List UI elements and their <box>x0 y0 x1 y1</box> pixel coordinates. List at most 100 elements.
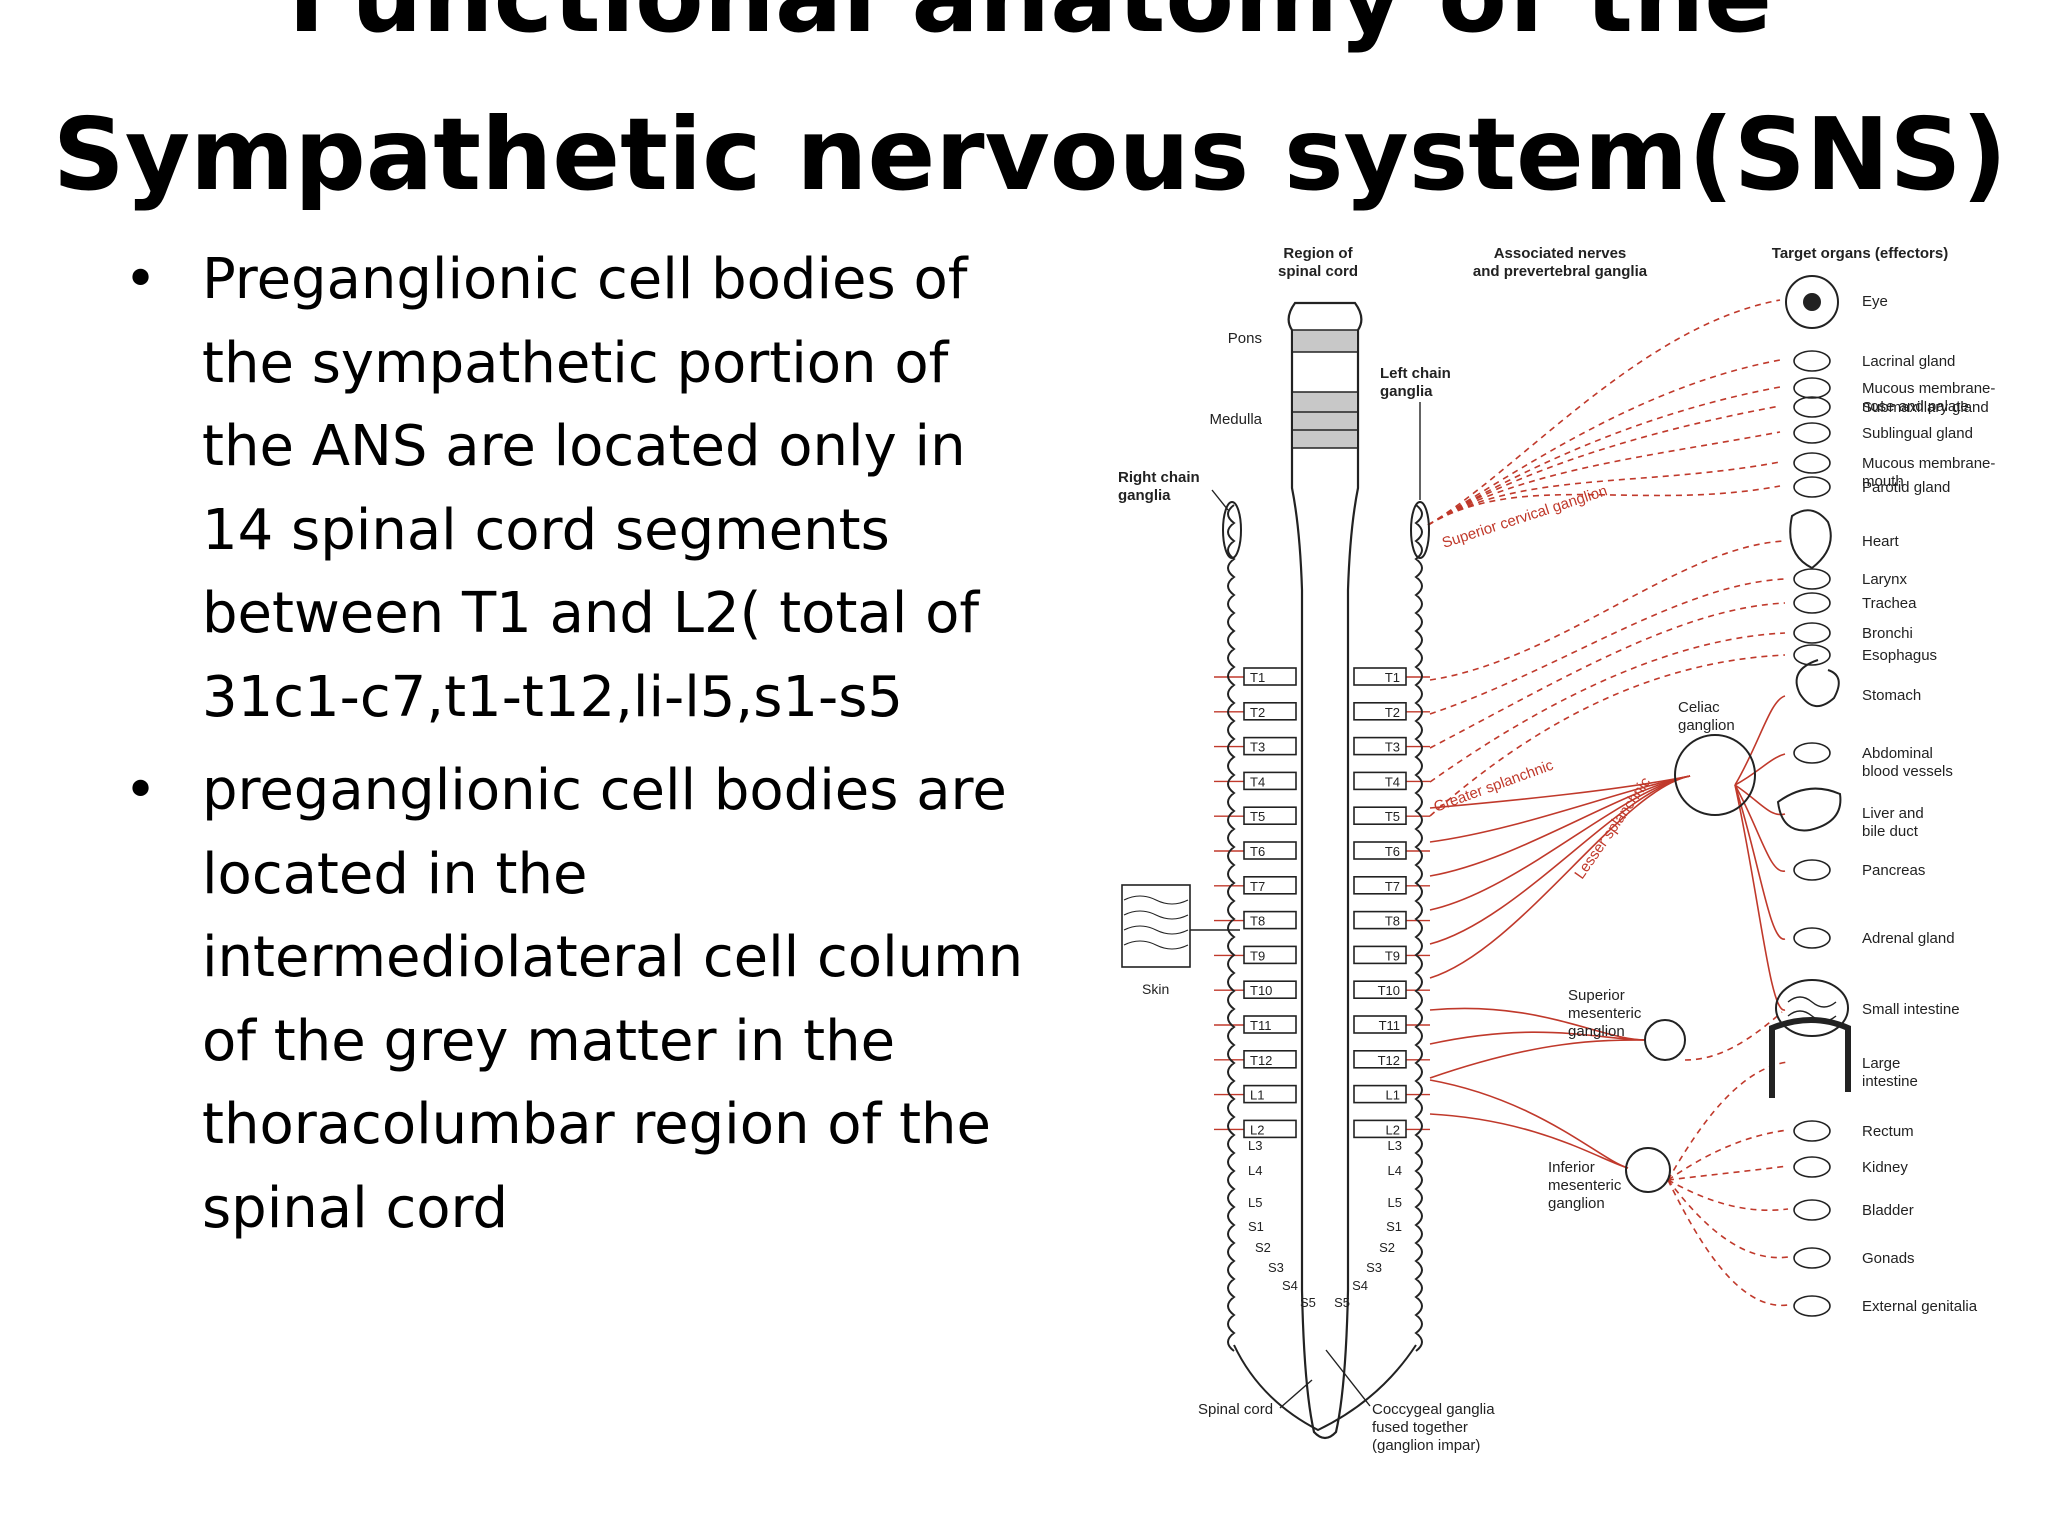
spinal-cord <box>1121 301 1756 1440</box>
label-celiac: ganglion <box>1678 717 1735 734</box>
greater-splanchnic-nerve <box>1429 775 1691 843</box>
segment-box-left <box>1243 771 1297 791</box>
organ-label: Lacrinal gland <box>1862 353 1955 370</box>
label-medulla: Medulla <box>1209 411 1262 428</box>
liver-icon <box>1776 787 1842 832</box>
lower-segment-left: L4 <box>1248 1163 1262 1178</box>
segment-box-left <box>1243 910 1297 930</box>
segment-box-right <box>1353 1119 1407 1139</box>
organ-icon <box>1793 452 1831 474</box>
organ-label: Mucous membrane- <box>1862 455 1995 472</box>
right-cervical-ganglion <box>1222 501 1242 559</box>
bullet-line: of the grey matter in the <box>202 1008 896 1074</box>
organ-label: Trachea <box>1862 595 1917 612</box>
segment-label-left: T7 <box>1250 879 1265 894</box>
label-greater-splanchnic: Greater splanchnic <box>1432 757 1557 816</box>
segment-label-right: T12 <box>1378 1053 1400 1068</box>
label-left-chain: Left chain <box>1380 365 1451 382</box>
organ-label: Sublingual gland <box>1862 425 1973 442</box>
organ-label: Liver and <box>1862 805 1924 822</box>
lower-segment-right: S5 <box>1334 1295 1350 1310</box>
organ-icon <box>1793 742 1831 764</box>
lower-segment-left: L5 <box>1248 1195 1262 1210</box>
organ-icon <box>1793 377 1831 399</box>
segment-label-right: T4 <box>1385 774 1400 789</box>
slide-title-line-2: Sympathetic nervous system(SNS) <box>52 96 2008 213</box>
segment-label-right: T11 <box>1379 1018 1400 1033</box>
lower-segment-right: L5 <box>1388 1195 1402 1210</box>
segment-box-left <box>1243 1050 1297 1069</box>
segment-label-left: L2 <box>1250 1122 1264 1137</box>
segment-box-right <box>1353 736 1407 756</box>
postganglionic-abdominal <box>1734 695 1786 786</box>
postganglionic-head <box>1427 299 1781 526</box>
postganglionic-head <box>1427 405 1781 526</box>
bullet-line: spinal cord <box>202 1175 509 1241</box>
segment-box-left <box>1243 667 1297 686</box>
segment-label-left: L1 <box>1250 1088 1264 1103</box>
label-inferior-mesenteric: ganglion <box>1548 1195 1605 1212</box>
postganglionic-pelvic <box>1667 1179 1789 1307</box>
segment-label-right: T8 <box>1385 914 1400 929</box>
lesser-splanchnic-nerve <box>1429 1039 1647 1079</box>
postganglionic-thoracic <box>1429 654 1786 817</box>
postganglionic-head <box>1427 386 1781 526</box>
label-inferior-mesenteric: Inferior <box>1548 1159 1595 1176</box>
segment-label-right: T7 <box>1385 879 1400 894</box>
organ-label: Adrenal gland <box>1862 930 1955 947</box>
lumbar-splanchnic-nerve <box>1429 1079 1629 1169</box>
bullet-line: thoracolumbar region of the <box>202 1092 991 1157</box>
postganglionic-abdominal <box>1734 784 1786 1011</box>
segment-box-right <box>1353 1050 1407 1069</box>
segment-label-right: T10 <box>1378 983 1400 998</box>
postganglionic-head <box>1427 431 1781 526</box>
eye-pupil-icon <box>1803 293 1821 311</box>
lower-segment-left: S2 <box>1255 1240 1271 1255</box>
greater-splanchnic-nerve <box>1429 775 1691 911</box>
organ-label: bile duct <box>1862 823 1919 840</box>
brainstem-shade <box>1293 330 1357 352</box>
postganglionic-thoracic <box>1429 602 1786 749</box>
postganglionic-pelvic <box>1667 1129 1789 1181</box>
skin-layer <box>1123 895 1189 905</box>
segment-label-left: T12 <box>1250 1053 1272 1068</box>
segment-box-right <box>1353 806 1407 826</box>
lower-segment-left: L3 <box>1248 1138 1262 1153</box>
organ-icon <box>1793 592 1831 614</box>
label-coccygeal: (ganglion impar) <box>1372 1437 1480 1454</box>
label-right-chain: Right chain <box>1118 469 1200 486</box>
postganglionic-thoracic <box>1429 578 1786 715</box>
label-superior-mesenteric: mesenteric <box>1568 1005 1642 1022</box>
segment-label-left: T5 <box>1250 809 1265 824</box>
segment-box-right <box>1353 910 1407 930</box>
lower-segment-left: S1 <box>1248 1219 1264 1234</box>
organ-label: Gonads <box>1862 1250 1915 1267</box>
lesser-splanchnic-nerve <box>1429 1031 1647 1045</box>
organ-icon <box>1793 622 1831 644</box>
brainstem-shade <box>1293 392 1357 448</box>
organ-label: Submaxillary gland <box>1862 399 1989 416</box>
segment-box-left <box>1243 1015 1297 1034</box>
postganglionic-abdominal <box>1734 784 1786 940</box>
lower-segment-right: L3 <box>1388 1138 1402 1153</box>
organ-label: Abdominal <box>1862 745 1933 762</box>
bullet-line: intermediolateral cell column <box>202 925 1024 990</box>
bullet-line: 31c1-c7,t1-t12,li-l5,s1-s5 <box>202 664 904 730</box>
segment-label-left: T1 <box>1250 670 1265 685</box>
segment-label-right: T5 <box>1385 809 1400 824</box>
organ-icon <box>1793 1120 1831 1142</box>
stomach-icon <box>1795 659 1840 707</box>
lesser-splanchnic-nerve <box>1429 1007 1647 1041</box>
postganglionic-thoracic <box>1429 632 1786 783</box>
celiac-ganglion <box>1674 734 1756 816</box>
organ-label: blood vessels <box>1862 763 1953 780</box>
postganglionic-pelvic <box>1667 1179 1789 1211</box>
greater-splanchnic-nerve <box>1429 775 1691 979</box>
segment-box-left <box>1243 841 1297 860</box>
label-coccygeal: Coccygeal ganglia <box>1372 1401 1495 1418</box>
lower-segment-left: S5 <box>1300 1295 1316 1310</box>
organ-icon <box>1793 568 1831 590</box>
label-skin: Skin <box>1142 981 1169 997</box>
lower-segment-right: S2 <box>1379 1240 1395 1255</box>
